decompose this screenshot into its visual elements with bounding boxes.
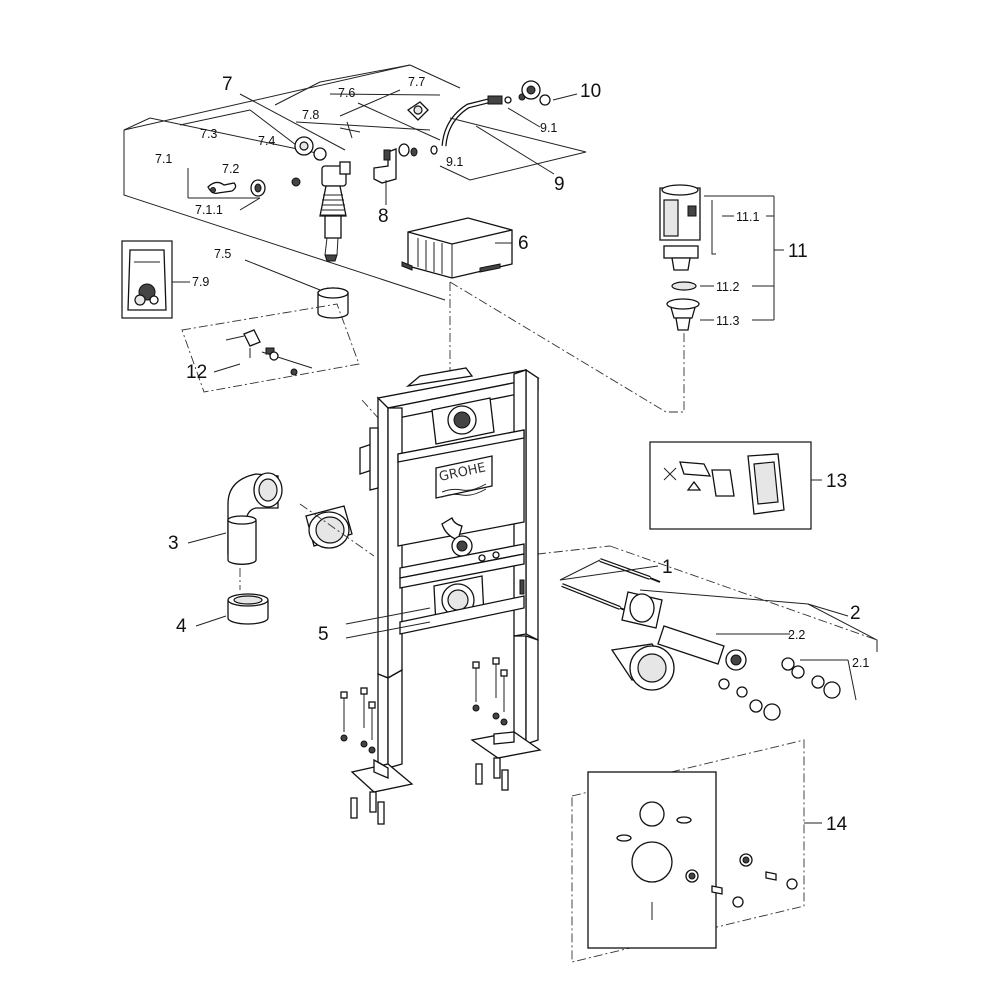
label-6: 6 xyxy=(518,233,529,254)
label-7-1-1: 7.1.1 xyxy=(195,203,223,217)
label-2-2: 2.2 xyxy=(788,628,805,642)
label-1: 1 xyxy=(662,557,673,578)
part-6-cistern-box xyxy=(401,217,513,279)
part-3-elbow xyxy=(227,472,283,565)
floor-fixings-right xyxy=(472,657,509,791)
group-2-bracket xyxy=(639,589,878,701)
part-9-hose xyxy=(441,93,526,147)
label-11-2: 11.2 xyxy=(716,280,739,294)
part-2-drain-pieces xyxy=(610,591,841,721)
label-7-6: 7.6 xyxy=(338,86,355,100)
part-7-3-washer xyxy=(291,177,301,187)
label-13: 13 xyxy=(826,471,847,492)
part-7-8-washers xyxy=(398,143,438,157)
part-7-2-nut xyxy=(250,179,266,197)
label-7-8: 7.8 xyxy=(302,108,319,122)
group-7-labels: 7 7.7 7.6 7.8 7.3 7.4 7.1 7.2 7.1.1 7.5 … xyxy=(155,74,425,289)
label-10: 10 xyxy=(580,81,601,102)
label-7-2: 7.2 xyxy=(222,162,239,176)
label-7-7: 7.7 xyxy=(408,75,425,89)
label-3: 3 xyxy=(168,533,179,554)
part-7-5-float xyxy=(317,287,349,319)
label-7-5: 7.5 xyxy=(214,247,231,261)
part-10-stop-valve xyxy=(521,80,551,106)
label-5: 5 xyxy=(318,624,329,645)
part-4-cap xyxy=(227,593,269,625)
label-9-1-top: 9.1 xyxy=(540,121,557,135)
label-9: 9 xyxy=(554,174,565,195)
label-12: 12 xyxy=(186,362,207,383)
group-9-bracket xyxy=(439,107,587,181)
dash-connectors xyxy=(361,281,878,641)
floor-fixings-left xyxy=(340,687,385,825)
part-7-4-nut xyxy=(294,136,327,161)
part-7-9-bag xyxy=(121,240,173,319)
part-13-actuator-kit xyxy=(649,441,812,530)
label-2-1: 2.1 xyxy=(852,656,869,670)
label-7-1: 7.1 xyxy=(155,152,172,166)
label-11: 11 xyxy=(788,241,808,262)
label-7-9: 7.9 xyxy=(192,275,209,289)
label-7: 7 xyxy=(222,74,233,95)
label-7-4: 7.4 xyxy=(258,134,275,148)
label-14: 14 xyxy=(826,814,848,835)
group-7-leaders xyxy=(172,168,321,291)
part-11-flush-valve xyxy=(659,184,716,331)
group-11-bracket xyxy=(700,195,784,321)
label-2: 2 xyxy=(850,603,861,624)
part-14-insulation-kit xyxy=(571,739,805,963)
label-7-3: 7.3 xyxy=(200,127,217,141)
label-11-1: 11.1 xyxy=(736,210,759,224)
label-8: 8 xyxy=(378,206,389,227)
part-7-fill-valve xyxy=(319,161,351,262)
part-8-bracket xyxy=(373,148,397,184)
group-7-bracket xyxy=(123,64,461,301)
part-7-1-clip xyxy=(207,181,237,195)
label-4: 4 xyxy=(176,616,187,637)
label-11-3: 11.3 xyxy=(716,314,739,328)
main-frame: GROHE xyxy=(350,367,542,793)
part-3-sleeve xyxy=(305,505,353,549)
label-9-1-bottom: 9.1 xyxy=(446,155,463,169)
part-12-fixing-kit xyxy=(181,303,360,393)
part-7-6-cross xyxy=(339,101,429,139)
